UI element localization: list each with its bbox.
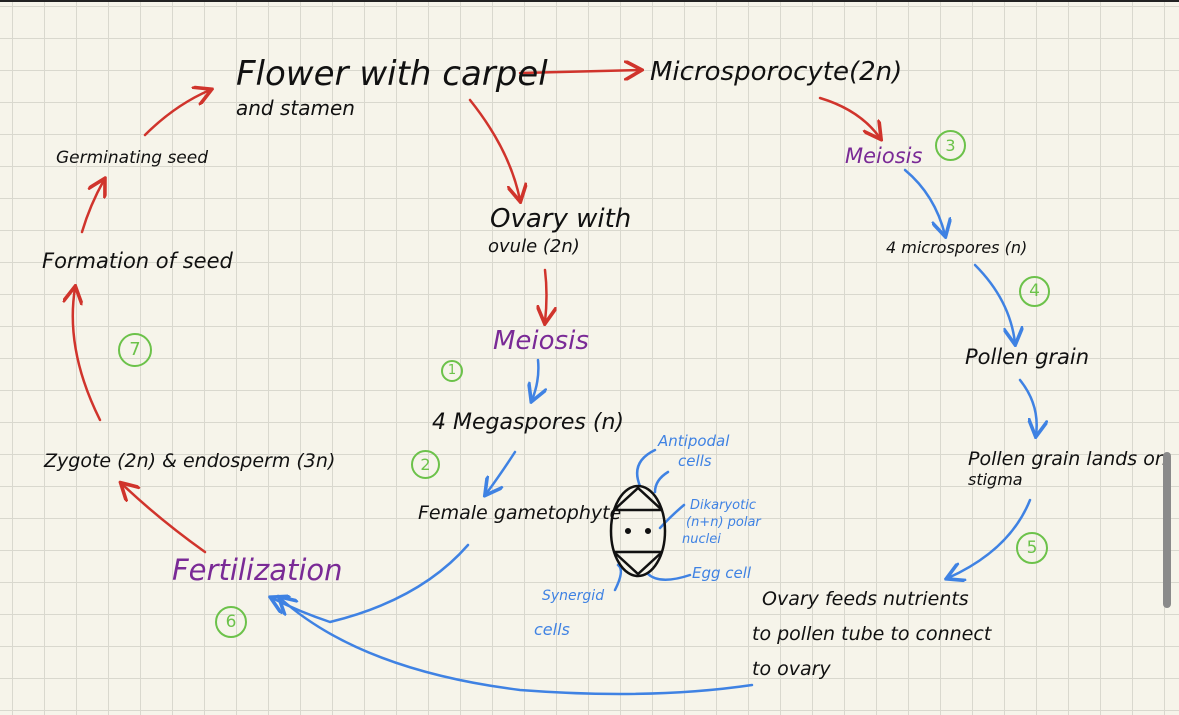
label-egg-cell: Egg cell <box>692 564 752 582</box>
polar-pointer <box>658 503 686 530</box>
arrow-microsporocyte-to-meiosis <box>818 96 880 138</box>
node-four-microspores: 4 microspores (n) <box>886 238 1028 257</box>
synergid-pointer <box>613 563 623 592</box>
node-ovary-feeds-3: to ovary <box>752 658 831 680</box>
antipodal-pointer <box>635 448 657 488</box>
node-ovary-feeds: Ovary feeds nutrients <box>762 588 969 610</box>
label-antipodal-sub: cells <box>678 452 712 470</box>
arrow-megaspores-to-gametophyte <box>486 450 517 494</box>
step-5-badge: 5 <box>1016 532 1048 564</box>
label-dikaryotic: Dikaryotic <box>690 498 756 513</box>
node-fertilization: Fertilization <box>172 553 343 587</box>
arrow-lands-to-ovary-feeds <box>948 498 1032 578</box>
node-meiosis-center: Meiosis <box>493 326 589 356</box>
step-2-badge: 2 <box>411 450 440 479</box>
step-1-badge: 1 <box>441 360 463 382</box>
arrow-formation-to-germinating <box>80 180 104 234</box>
arrow-microspores-to-pollen <box>973 263 1015 343</box>
arrow-meiosis-to-megaspores <box>532 358 538 400</box>
arrow-fertilization-to-zygote <box>122 484 207 554</box>
label-synergid-sub: cells <box>534 620 570 639</box>
node-ovary-sub: ovule (2n) <box>488 236 580 257</box>
label-dikaryotic-3: nuclei <box>682 532 721 547</box>
node-four-megaspores: 4 Megaspores (n) <box>432 410 624 435</box>
node-germinating-seed: Germinating seed <box>56 148 209 168</box>
arrow-meiosis-to-microspores <box>903 168 945 235</box>
label-dikaryotic-2: (n+n) polar <box>686 515 761 530</box>
embryo-sac-sketch <box>609 484 667 578</box>
node-flower-sub: and stamen <box>236 96 355 120</box>
arrow-pollen-to-lands <box>1018 378 1037 435</box>
egg-pointer <box>646 572 692 581</box>
arrow-zygote-to-formation <box>73 288 102 422</box>
antipodal-pointer-2 <box>653 470 670 494</box>
node-pollen-lands: Pollen grain lands on <box>968 448 1167 470</box>
vertical-scrollbar[interactable] <box>1163 452 1171 608</box>
arrow-ovary-to-meiosis <box>545 268 547 322</box>
node-meiosis-right: Meiosis <box>845 144 923 168</box>
node-pollen-lands-sub: stigma <box>968 470 1023 489</box>
step-6-badge: 6 <box>215 606 247 638</box>
label-synergid: Synergid <box>542 588 605 604</box>
node-ovary: Ovary with <box>490 204 632 234</box>
arrow-flower-to-microsporocyte <box>518 70 640 73</box>
node-microsporocyte: Microsporocyte(2n) <box>650 57 903 87</box>
step-7-badge: 7 <box>118 333 152 367</box>
top-border <box>0 0 1179 2</box>
node-female-gametophyte: Female gametophyte <box>418 502 622 524</box>
arrow-flower-to-ovary <box>468 98 520 200</box>
node-formation-seed: Formation of seed <box>42 249 233 273</box>
label-antipodal: Antipodal <box>658 432 730 450</box>
arrow-germinating-to-flower <box>143 90 210 137</box>
step-3-badge: 3 <box>935 130 966 161</box>
node-pollen-grain: Pollen grain <box>965 345 1090 369</box>
node-flower: Flower with carpel <box>236 54 548 94</box>
arrow-ovary-feeds-to-fertilization <box>280 598 754 696</box>
node-zygote: Zygote (2n) & endosperm (3n) <box>44 450 336 472</box>
node-ovary-feeds-2: to pollen tube to connect <box>752 623 992 645</box>
step-4-badge: 4 <box>1019 276 1050 307</box>
